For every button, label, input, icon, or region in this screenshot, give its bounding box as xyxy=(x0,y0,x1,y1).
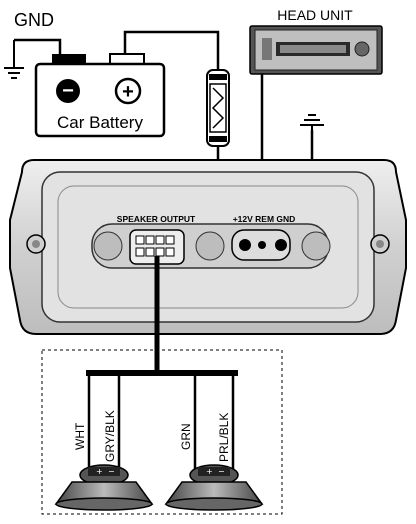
wire-label-wht: WHT xyxy=(73,422,87,450)
svg-text:+: + xyxy=(206,467,213,476)
car-battery-label: Car Battery xyxy=(57,113,143,132)
head-unit-label: HEAD UNIT xyxy=(277,7,353,23)
harness-bus xyxy=(86,370,238,376)
svg-text:−: − xyxy=(108,467,115,476)
wire-label-prl-blk: PRL/BLK xyxy=(217,413,231,462)
head-unit xyxy=(249,25,383,75)
ground-wire xyxy=(14,38,62,56)
wire-label-gry-blk: GRY/BLK xyxy=(103,410,117,462)
car-battery: − + Car Battery xyxy=(34,53,166,138)
battery-positive-icon xyxy=(114,77,142,105)
power-wire xyxy=(123,30,220,70)
speaker-output-label: SPEAKER OUTPUT xyxy=(117,214,196,224)
wire-label-grn: GRN xyxy=(179,423,193,450)
speaker-left-icon: + − xyxy=(54,464,154,511)
svg-text:−: − xyxy=(62,80,74,102)
gnd-label: GND xyxy=(14,10,54,30)
svg-text:−: − xyxy=(218,467,225,476)
ground-symbol-amp xyxy=(300,114,324,130)
amplifier: SPEAKER OUTPUT +12V REM GND xyxy=(9,159,407,335)
svg-text:+: + xyxy=(96,467,103,476)
speakers-box xyxy=(41,349,283,515)
ground-symbol-battery xyxy=(4,40,24,79)
power-terminal-label: +12V REM GND xyxy=(233,214,296,224)
inline-fuse xyxy=(206,69,230,147)
speaker-wires xyxy=(87,376,235,472)
battery-negative-icon xyxy=(56,79,80,103)
speaker-right-icon: + − xyxy=(164,464,264,511)
svg-text:+: + xyxy=(122,81,134,103)
